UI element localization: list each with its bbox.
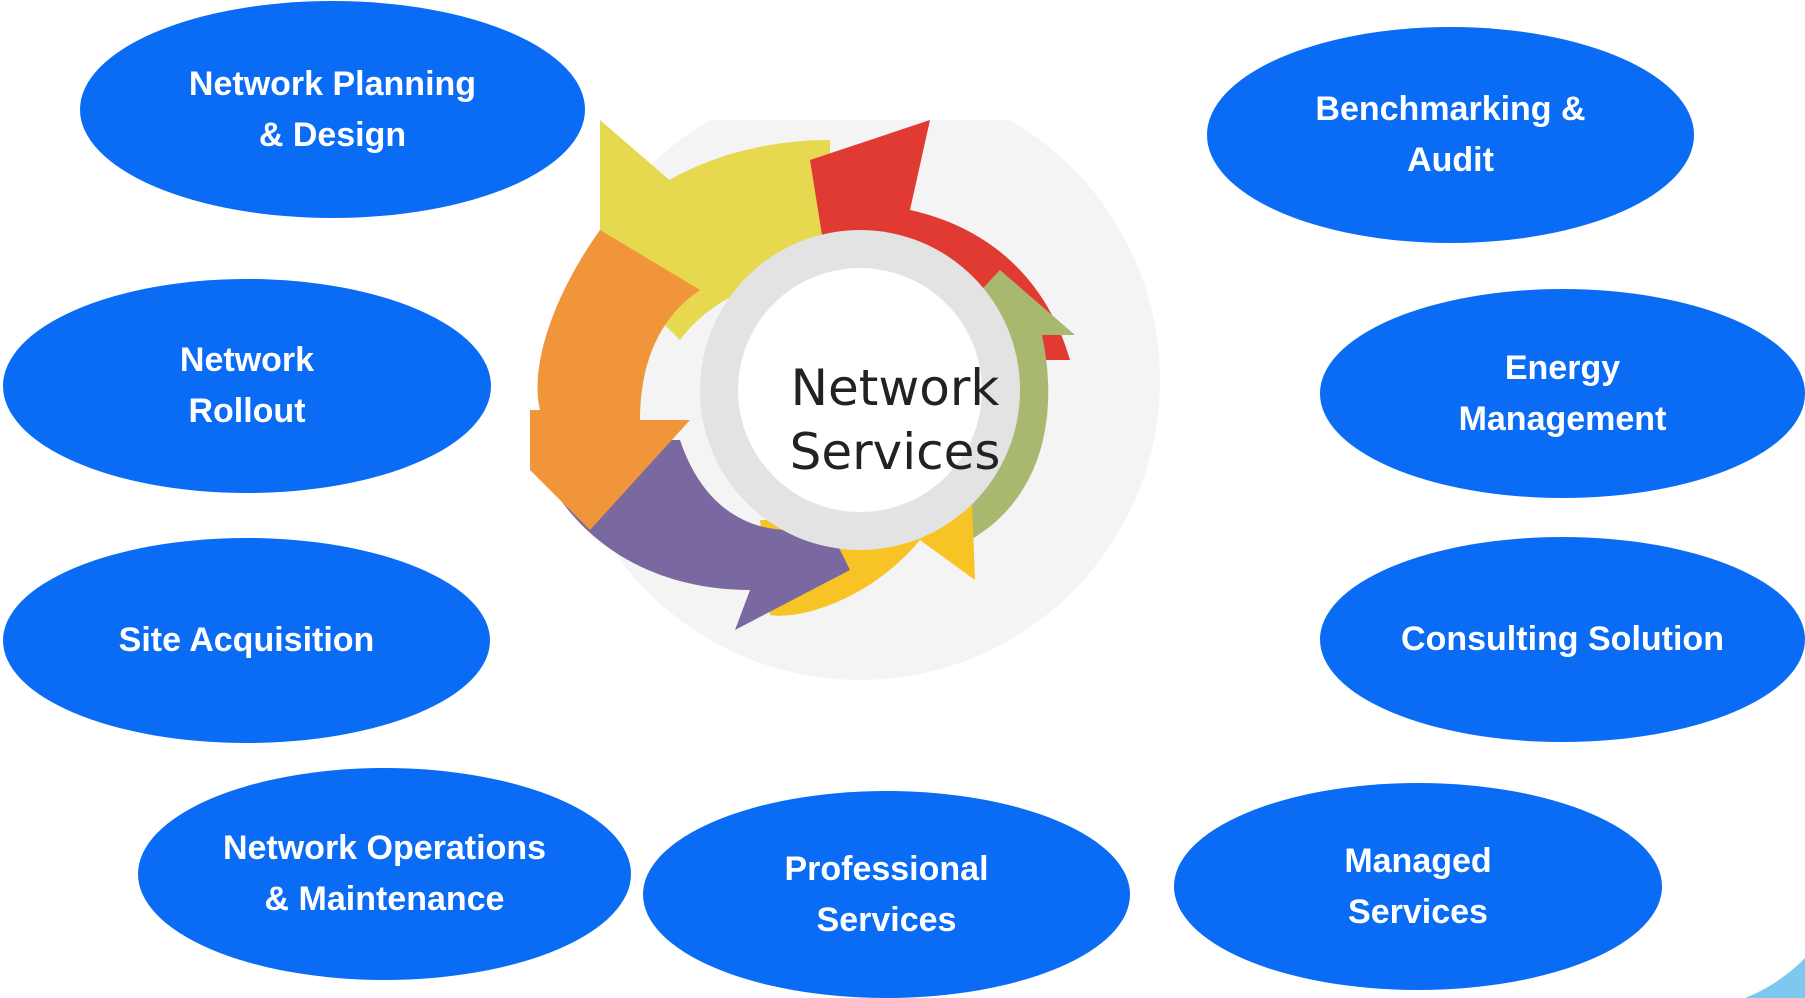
service-label-line1: Site Acquisition (118, 621, 375, 659)
service-label-line2: Services (1348, 892, 1488, 931)
service-label-line2: Rollout (188, 392, 306, 430)
center-title: Network Services (740, 356, 1050, 484)
service-network-operations: Network Operations & Maintenance (138, 768, 631, 980)
service-label-line1: Consulting Solution (1401, 620, 1724, 658)
service-benchmarking-audit: Benchmarking & Audit (1207, 27, 1694, 243)
service-label-line1: Network Operations (222, 829, 547, 867)
service-professional-services: Professional Services (643, 791, 1130, 998)
service-label-line1: Network Planning (188, 64, 477, 103)
arrow-orange (530, 230, 700, 530)
center-title-line1: Network (790, 359, 1000, 417)
service-label-line1: Managed (1344, 841, 1492, 880)
service-consulting-solution: Consulting Solution (1320, 537, 1805, 742)
service-managed-services: Managed Services (1174, 783, 1662, 990)
service-label-line1: Professional (784, 849, 989, 888)
center-disc (738, 268, 982, 512)
service-network-planning: Network Planning & Design (80, 1, 585, 218)
service-label-line1: Benchmarking & (1315, 90, 1586, 128)
service-network-rollout: Network Rollout (3, 279, 491, 493)
service-label-line2: Audit (1407, 141, 1494, 179)
center-title-line2: Services (789, 423, 1001, 481)
service-label-line2: Management (1458, 399, 1667, 438)
corner-swoosh-decoration (1745, 958, 1805, 998)
service-site-acquisition: Site Acquisition (3, 538, 490, 743)
service-label-line1: Network (179, 341, 315, 379)
service-label-line2: & Maintenance (264, 880, 505, 918)
service-label-line1: Energy (1504, 348, 1621, 387)
service-label-line2: Services (816, 900, 957, 939)
service-label-line2: & Design (258, 115, 407, 154)
service-energy-management: Energy Management (1320, 289, 1805, 498)
cycle-graphic (530, 120, 1160, 680)
